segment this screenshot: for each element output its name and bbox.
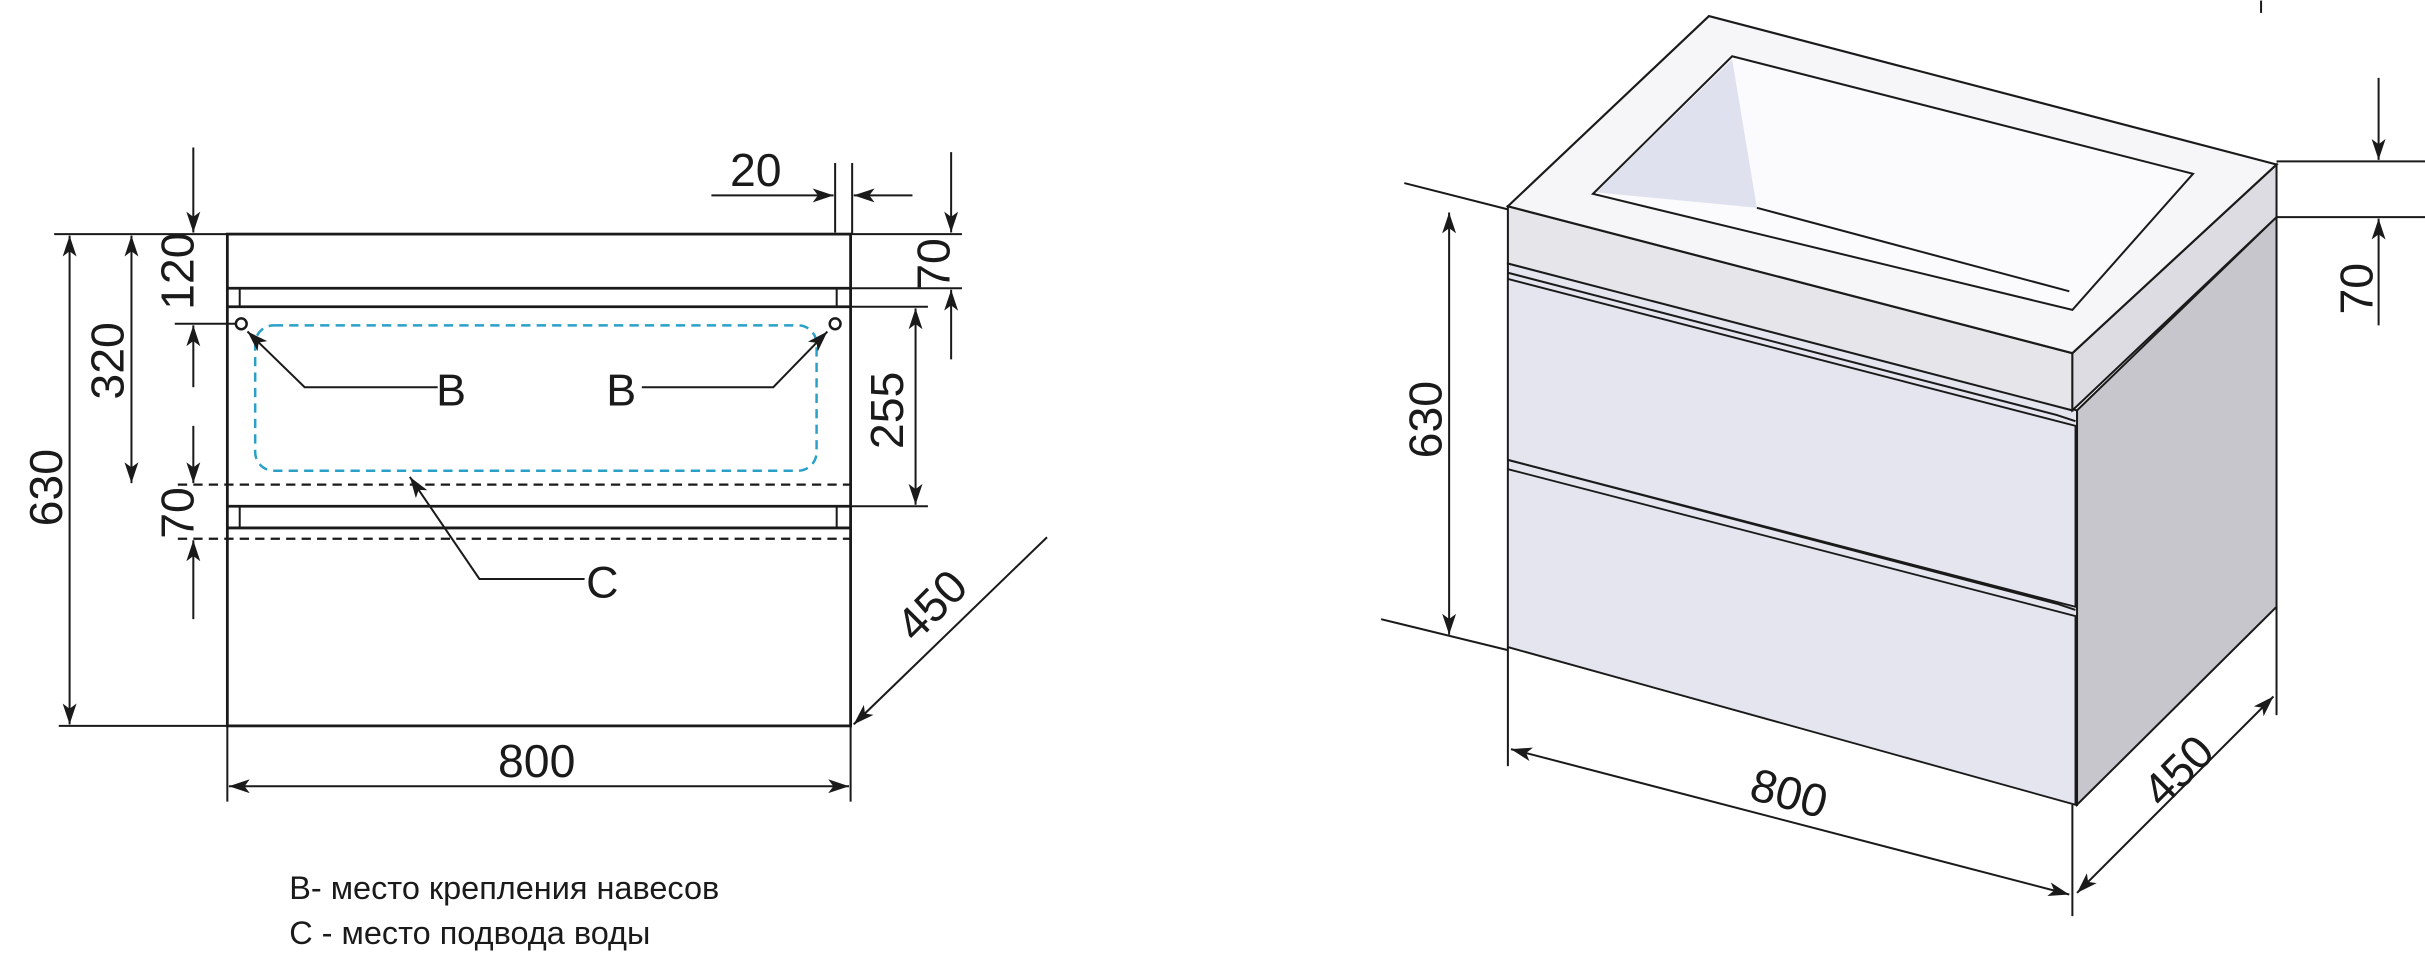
- basin-shadow: [1596, 59, 1757, 208]
- dim-height-total: 630: [20, 449, 72, 526]
- legend: B- место крепления навесов C - место под…: [289, 870, 719, 951]
- iso-dim-depth: 450: [2132, 725, 2223, 816]
- label-b-right: B: [606, 365, 636, 416]
- legend-item-b: B- место крепления навесов: [289, 870, 719, 906]
- iso-view: 630 800 450 70: [1380, 0, 2425, 917]
- water-supply-zone: [253, 324, 818, 472]
- dim-width: 800: [498, 735, 575, 787]
- iso-dim-height: 630: [1399, 381, 1451, 458]
- dim-pipe-zone: 70: [151, 487, 203, 539]
- label-c: C: [586, 557, 618, 608]
- leader-b-left: [246, 330, 438, 389]
- dim-countertop: 70: [908, 238, 960, 290]
- dim-side-offset: 20: [730, 144, 782, 196]
- leader-b-right: [641, 330, 829, 389]
- hook-point-left: [234, 317, 248, 331]
- dim-line-450: [852, 536, 1048, 726]
- basin-inner: [1590, 55, 2195, 311]
- drawer-top: [1506, 277, 2077, 609]
- dim-basin-zone: 255: [861, 372, 913, 449]
- dim-height-to-pipe: 320: [82, 322, 134, 399]
- label-b-left: B: [436, 365, 466, 416]
- dim-depth: 450: [886, 560, 977, 651]
- cabinet-outline: [225, 232, 852, 728]
- iso-dim-countertop: 70: [2330, 263, 2382, 315]
- hook-point-right: [828, 317, 842, 331]
- front-view: B B C 630 320 120 70 20 70 255 800 450: [20, 144, 1048, 802]
- leader-c: [409, 476, 585, 580]
- drawer-bottom: [1506, 467, 2077, 806]
- iso-dim-line-800: [1510, 747, 2070, 896]
- iso-dim-line-450: [2076, 695, 2275, 894]
- legend-item-c: C - место подвода воды: [289, 915, 650, 951]
- iso-dim-width: 800: [1745, 758, 1833, 828]
- dim-top-to-hook: 120: [151, 232, 203, 309]
